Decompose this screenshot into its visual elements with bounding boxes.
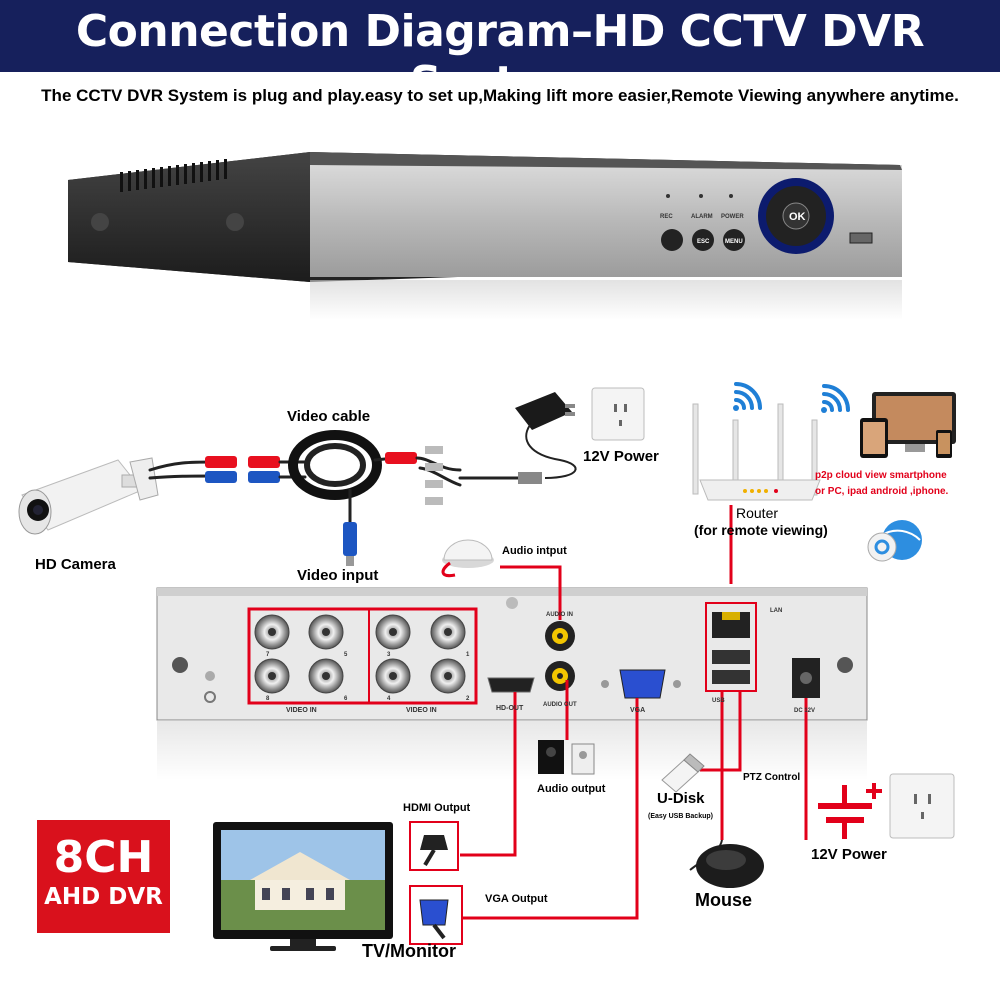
power-adapter-illustration bbox=[515, 392, 577, 479]
speakers-illustration bbox=[538, 740, 595, 775]
vga-port bbox=[601, 669, 681, 699]
connection-wires bbox=[460, 505, 808, 920]
power-top-label: 12V Power bbox=[583, 448, 659, 465]
hdmi-port bbox=[487, 677, 535, 693]
channel-badge: 8CH AHD DVR bbox=[37, 820, 170, 933]
page-subtitle: The CCTV DVR System is plug and play.eas… bbox=[41, 86, 959, 105]
front-alarm-label: ALARM bbox=[691, 214, 713, 220]
udisk-sub-label: (Easy USB Backup) bbox=[648, 813, 713, 820]
mouse-label: Mouse bbox=[695, 890, 753, 910]
dc12v-label: DC 12V bbox=[794, 708, 815, 714]
tv-monitor-label: TV/Monitor bbox=[362, 941, 456, 961]
video-in-right-label: VIDEO IN bbox=[406, 707, 437, 714]
udisk-label: U-Disk bbox=[657, 790, 705, 807]
vga-cable-icon bbox=[409, 885, 463, 945]
channel-7: 7 bbox=[266, 652, 270, 658]
channel-2: 2 bbox=[466, 696, 470, 702]
video-input-label: Video input bbox=[297, 567, 379, 584]
channel-8: 8 bbox=[266, 696, 270, 702]
channel-3: 3 bbox=[387, 652, 391, 658]
badge-line1: 8CH bbox=[53, 832, 154, 883]
channel-1: 1 bbox=[466, 652, 470, 658]
front-menu-label: MENU bbox=[725, 239, 743, 245]
wall-socket-top-icon bbox=[591, 387, 645, 441]
router-sub-label: (for remote viewing) bbox=[694, 522, 828, 538]
microphone-illustration bbox=[441, 539, 494, 578]
lan-usb-dc-ports bbox=[705, 602, 820, 698]
vga-output-label: VGA Output bbox=[485, 893, 548, 905]
tv-monitor-illustration bbox=[213, 822, 393, 951]
p2p-line1-label: p2p cloud view smartphone bbox=[815, 470, 947, 481]
audio-input-label: Audio intput bbox=[502, 545, 567, 557]
router-illustration bbox=[692, 403, 821, 501]
internet-globe-icon bbox=[867, 520, 922, 562]
front-esc-label: ESC bbox=[697, 239, 710, 245]
lan-label: LAN bbox=[770, 608, 782, 614]
channel-5: 5 bbox=[344, 652, 348, 658]
badge-line2: AHD DVR bbox=[44, 884, 163, 910]
usb-label: USB bbox=[712, 698, 725, 704]
hdmi-output-label: HDMI Output bbox=[403, 802, 471, 814]
usb-drive-icon bbox=[661, 753, 705, 793]
page-title: Connection Diagram–HD CCTV DVR System bbox=[75, 6, 925, 108]
vga-label: VGA bbox=[630, 707, 645, 714]
devices-illustration bbox=[860, 392, 956, 458]
audio-in-label: AUDIO IN bbox=[546, 612, 573, 618]
audio-output-label: Audio output bbox=[537, 783, 606, 795]
front-ok-label: OK bbox=[789, 211, 806, 223]
dc-polarity-symbol bbox=[818, 783, 882, 839]
video-cable-illustration bbox=[148, 430, 542, 566]
title-banner: Connection Diagram–HD CCTV DVR System bbox=[0, 0, 1000, 108]
wifi-icon bbox=[733, 382, 850, 413]
router-label: Router bbox=[736, 505, 779, 521]
hd-out-label: HD-OUT bbox=[496, 705, 524, 712]
mouse-icon bbox=[689, 839, 764, 888]
p2p-line2-label: or PC, ipad android ,iphone. bbox=[815, 486, 949, 497]
front-rec-label: REC bbox=[660, 214, 673, 220]
audio-out-label: AUDIO OUT bbox=[543, 702, 577, 708]
hd-camera-illustration bbox=[18, 457, 159, 535]
channel-4: 4 bbox=[387, 696, 391, 702]
ptz-control-label: PTZ Control bbox=[743, 772, 801, 783]
power-bottom-label: 12V Power bbox=[811, 846, 887, 863]
video-in-left-label: VIDEO IN bbox=[286, 707, 317, 714]
channel-6: 6 bbox=[344, 696, 348, 702]
front-power-label: POWER bbox=[721, 214, 744, 220]
video-in-connectors bbox=[247, 607, 478, 705]
hdmi-cable-icon bbox=[409, 821, 459, 871]
hd-camera-label: HD Camera bbox=[35, 556, 116, 573]
front-buttons bbox=[661, 178, 873, 254]
wall-socket-bottom-icon bbox=[889, 773, 955, 839]
video-cable-label: Video cable bbox=[287, 408, 371, 425]
